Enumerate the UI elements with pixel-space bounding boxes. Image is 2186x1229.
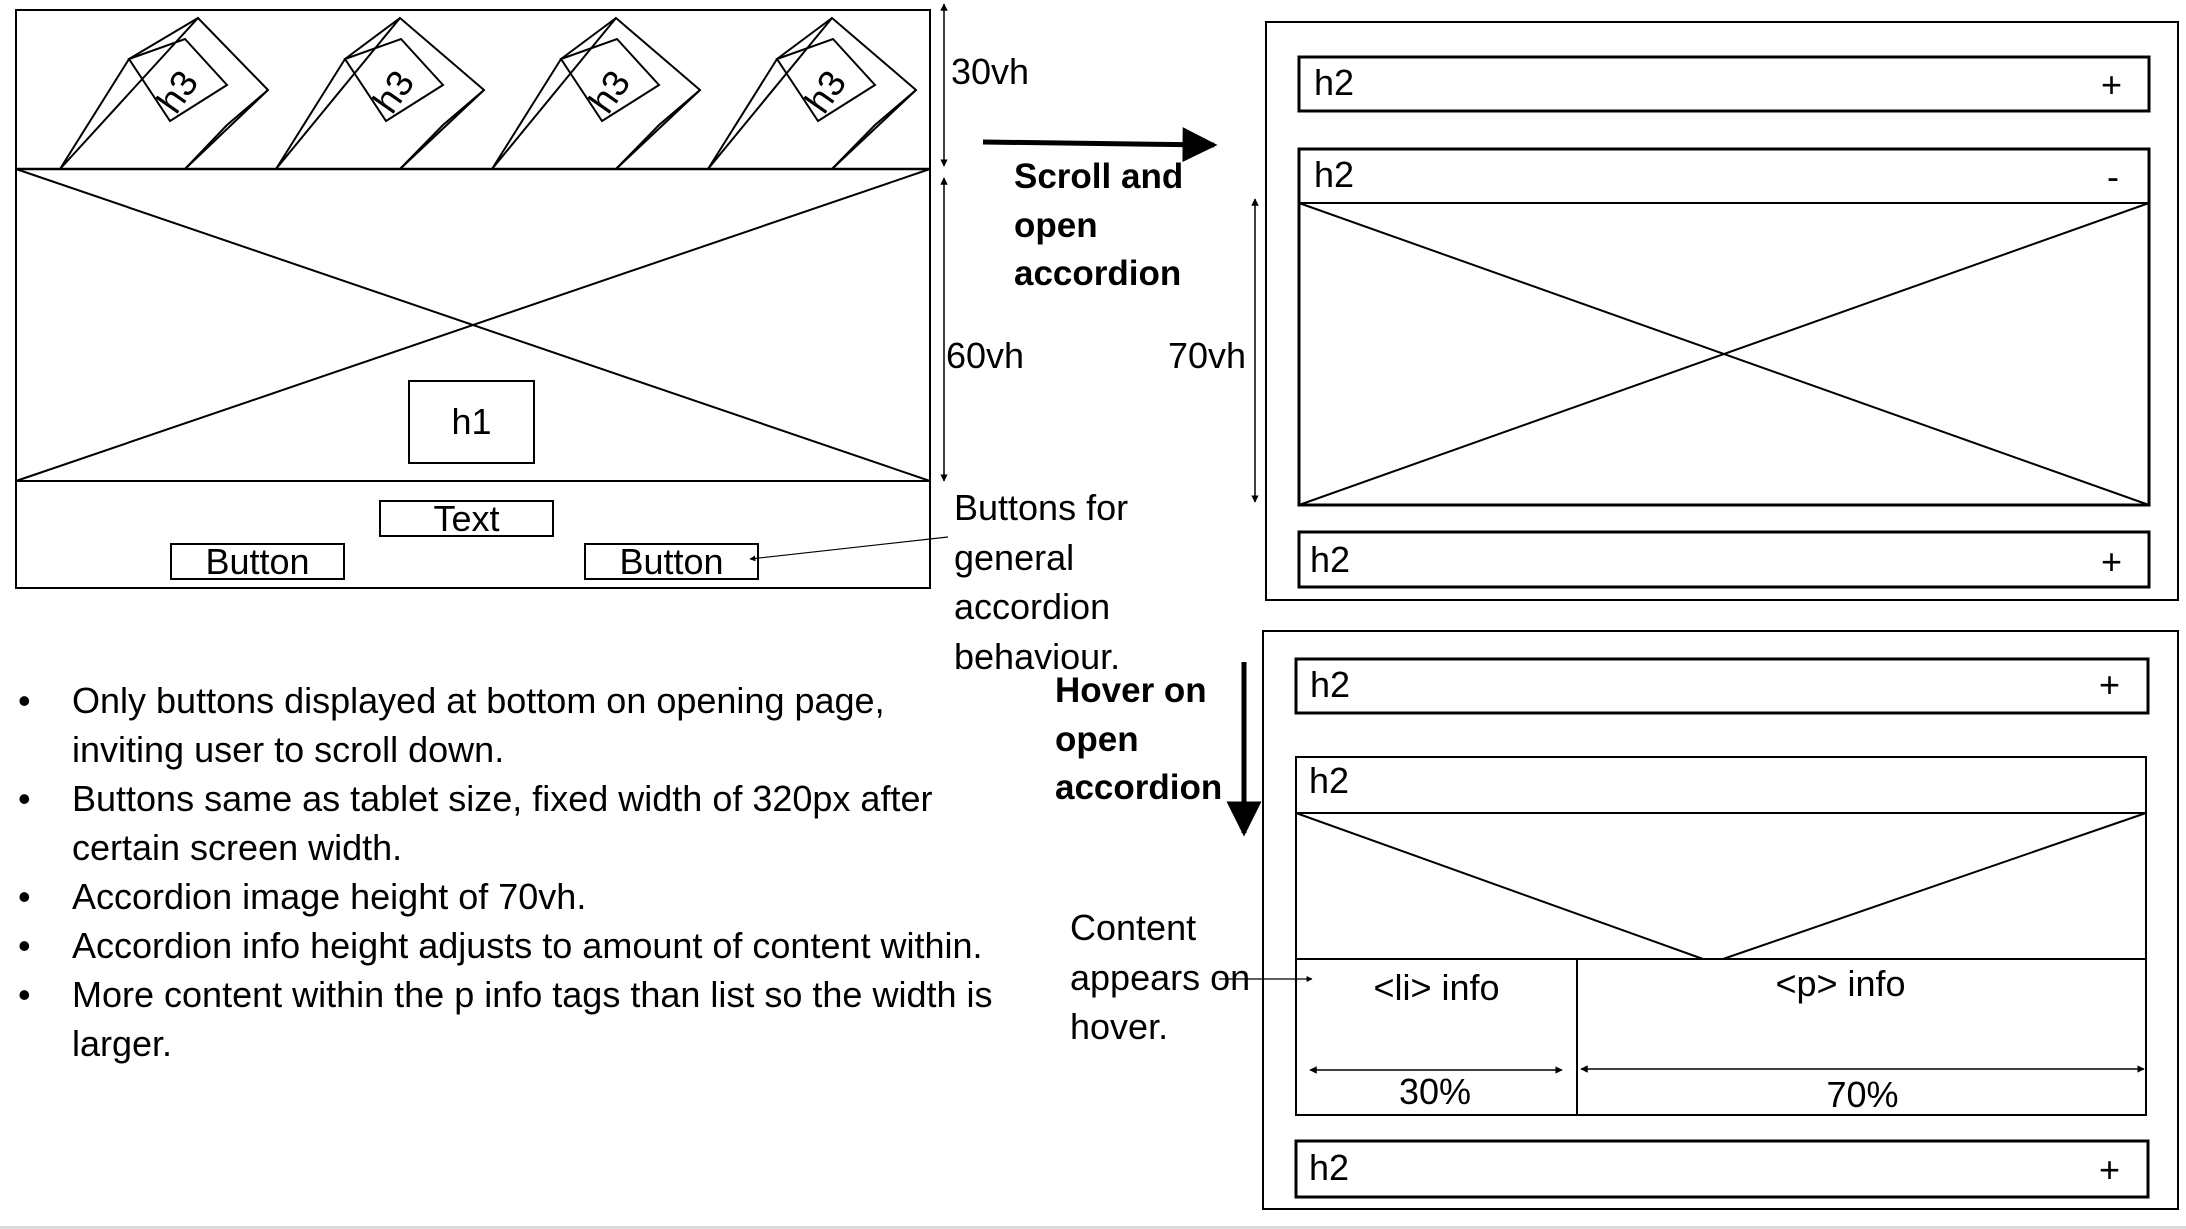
content-note: Content appears on hover. xyxy=(1070,907,1251,1048)
note-item: Accordion image height of 70vh. xyxy=(18,872,998,921)
note-item: More content within the p info tags than… xyxy=(18,970,998,1068)
hover-row-1 xyxy=(1294,657,2150,715)
nav-item-1 xyxy=(57,16,270,170)
button-left-box xyxy=(170,543,345,580)
hover-row-1-toggle[interactable]: + xyxy=(2099,664,2121,705)
text-box xyxy=(379,500,554,537)
desktop-frame xyxy=(15,9,931,589)
nav-item-2 xyxy=(273,16,486,170)
button-right[interactable]: Button xyxy=(619,541,724,582)
accordion-row-3-toggle[interactable]: + xyxy=(2101,541,2123,582)
p-info: <p> info xyxy=(1775,963,1906,1004)
accordion-row-1-toggle[interactable]: + xyxy=(2101,64,2123,105)
hover-label: Hover on open accordion xyxy=(1055,671,1223,808)
li-width-label: 30% xyxy=(1398,1071,1472,1112)
nav-height-label: 30vh xyxy=(951,51,1030,92)
bottom-border xyxy=(0,1226,2186,1229)
hero-heading: h1 xyxy=(451,401,492,442)
note-item: Only buttons displayed at bottom on open… xyxy=(18,676,998,774)
accordion-view-frame xyxy=(1265,21,2179,601)
scroll-arrow xyxy=(982,127,1218,163)
hover-row-3-label: h2 xyxy=(1309,1147,1350,1188)
p-width-label: 70% xyxy=(1826,1074,1899,1115)
hero-height-label: 60vh xyxy=(946,335,1025,376)
accordion-row-1-label: h2 xyxy=(1314,62,1355,103)
hover-open-row-label: h2 xyxy=(1309,760,1350,801)
scroll-label: Scroll and open accordion xyxy=(1014,157,1184,294)
accordion-row-2-label: h2 xyxy=(1314,154,1355,195)
accordion-row-3-label: h2 xyxy=(1310,539,1351,580)
nav-item-3 xyxy=(489,16,702,170)
hover-row-1-label: h2 xyxy=(1310,664,1351,705)
accordion-row-2 xyxy=(1297,147,2151,507)
hover-row-3 xyxy=(1294,1139,2150,1199)
button-right-box xyxy=(584,543,759,580)
hover-open-row xyxy=(1295,756,2147,1116)
buttons-note: Buttons for general accordion behaviour. xyxy=(954,487,1129,678)
accordion-row-1 xyxy=(1297,55,2151,113)
note-item: Accordion info height adjusts to amount … xyxy=(18,921,998,970)
hover-view-frame xyxy=(1262,630,2179,1210)
nav-item-4 xyxy=(705,16,918,170)
design-notes-list: Only buttons displayed at bottom on open… xyxy=(18,676,998,1068)
hover-row-3-toggle[interactable]: + xyxy=(2099,1149,2121,1190)
text-label: Text xyxy=(433,498,500,539)
li-info: <li> info xyxy=(1373,967,1500,1008)
accordion-row-3 xyxy=(1297,530,2151,589)
note-item: Buttons same as tablet size, fixed width… xyxy=(18,774,998,872)
button-left[interactable]: Button xyxy=(205,541,310,582)
hero-heading-box xyxy=(408,380,535,464)
image-height-label: 70vh xyxy=(1168,335,1247,376)
buttons-note-pointer xyxy=(749,536,949,562)
accordion-row-2-toggle[interactable]: - xyxy=(2107,156,2119,197)
